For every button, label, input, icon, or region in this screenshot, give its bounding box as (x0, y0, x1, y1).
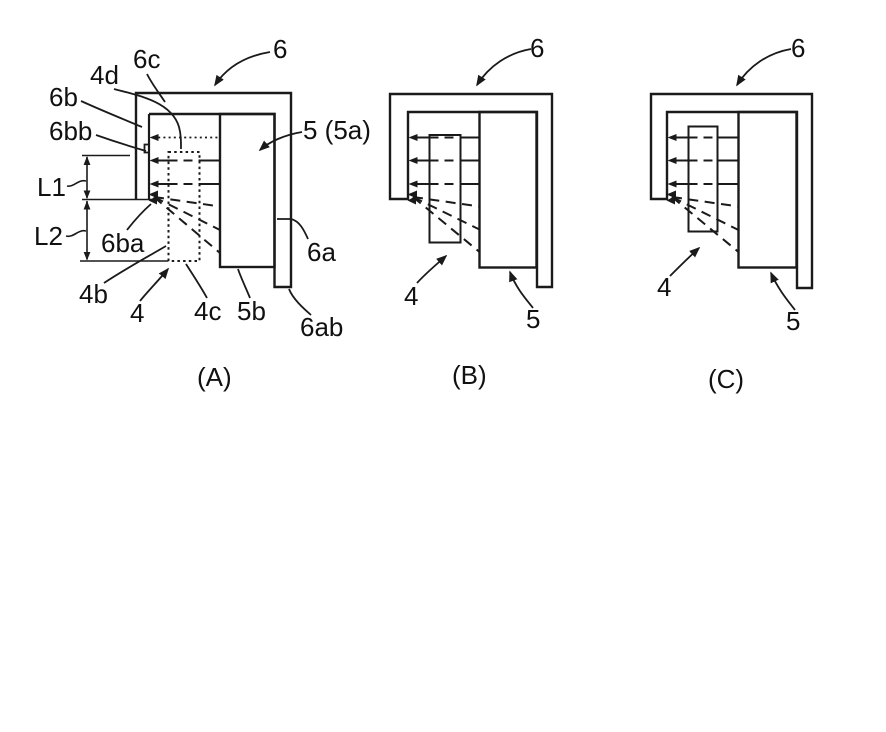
figure-b-drawing (388, 48, 554, 309)
leader-4 (669, 246, 701, 277)
label-6ba: 6ba (101, 228, 145, 258)
fan-line-3 (412, 196, 481, 253)
flow-arrow-2 (408, 157, 418, 164)
flow-arrow-3 (667, 180, 677, 188)
leader-L1 (66, 179, 87, 187)
label-6-c: 6 (791, 33, 806, 63)
member-4-phantom (167, 151, 201, 262)
fan-line-2 (671, 196, 739, 231)
leader-6 (736, 48, 792, 87)
label-6c: 6c (133, 44, 161, 74)
flow-arrow-1 (667, 134, 677, 141)
label-4b: 4b (79, 279, 108, 309)
flow-arrow-2 (667, 157, 677, 164)
label-6b: 6b (49, 82, 78, 112)
flow-arrow-1 (408, 134, 418, 141)
label-5b: 5b (237, 296, 266, 326)
leader-6b (80, 100, 143, 128)
leader-4 (416, 254, 448, 284)
member-5 (478, 110, 538, 269)
fan-line-1 (153, 196, 221, 208)
member-6-bracket (388, 92, 554, 289)
fan-line-2 (412, 196, 480, 231)
label-6bb: 6bb (49, 116, 93, 146)
member-6-bracket (134, 91, 293, 289)
dim-arrow-L2-bottom (83, 252, 91, 261)
leader-6c (146, 73, 166, 103)
notch-6bb (143, 143, 149, 154)
label-4d: 4d (90, 60, 119, 90)
member-4 (687, 125, 719, 233)
flow-arrow-2 (149, 157, 159, 164)
member-4 (428, 134, 462, 244)
label-5-5a: 5 (5a) (303, 115, 371, 145)
label-L1: L1 (37, 172, 66, 202)
label-6-a: 6 (273, 34, 288, 64)
label-4-b: 4 (404, 281, 419, 311)
caption-figure-c: (C) (708, 364, 745, 394)
caption-figure-b: (B) (452, 360, 487, 390)
label-L2: L2 (34, 221, 63, 251)
leader-5 (509, 270, 534, 309)
label-6a: 6a (307, 237, 336, 267)
flow-arrow-3 (149, 180, 159, 188)
label-4c: 4c (194, 296, 222, 326)
label-5-c: 5 (786, 306, 801, 336)
leader-4 (139, 267, 170, 302)
label-4-c: 4 (657, 272, 672, 302)
member-5 (737, 110, 798, 269)
leader-6ab (288, 288, 312, 316)
fan-line-3 (153, 196, 221, 254)
leader-4c (185, 263, 208, 299)
leader-6 (476, 48, 532, 87)
leader-5b (237, 268, 251, 299)
label-6-b: 6 (530, 33, 545, 63)
leader-4b (103, 245, 167, 284)
fan-line-1 (412, 196, 480, 208)
figure-c-drawing (649, 48, 814, 311)
figure-a-drawing (65, 51, 312, 316)
flow-arrow-3 (408, 180, 418, 188)
fan-line-1 (671, 196, 739, 208)
leader-5 (770, 271, 796, 311)
member-5 (218, 112, 276, 269)
leader-L2 (65, 229, 87, 238)
leader-6ba (126, 203, 152, 231)
leader-6bb (95, 134, 147, 152)
leader-5-5a (258, 131, 303, 152)
flow-arrow-1 (149, 134, 159, 141)
label-5-b: 5 (526, 304, 541, 334)
dim-arrow-L1-top (83, 156, 91, 165)
member-6-bracket (649, 92, 814, 290)
caption-figure-a: (A) (197, 362, 232, 392)
leader-4d (113, 88, 182, 150)
label-6ab: 6ab (300, 312, 344, 342)
dim-arrow-L2-top (83, 200, 91, 210)
leader-6a (277, 218, 309, 240)
label-4-a: 4 (130, 298, 145, 328)
dim-arrow-L1-bottom (83, 190, 91, 199)
fan-line-3 (671, 196, 740, 253)
leader-6 (214, 51, 271, 87)
fan-line-2 (153, 196, 221, 231)
